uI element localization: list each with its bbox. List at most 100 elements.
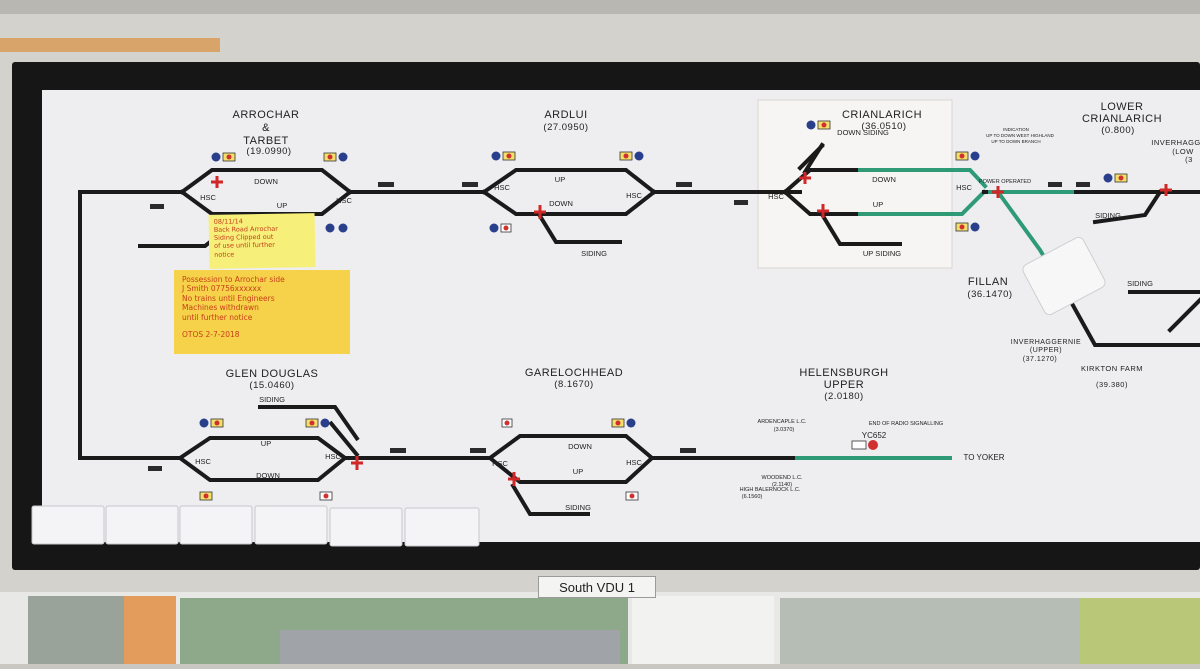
label-hsc: HSC [200,193,216,202]
label-hsc: HSC [768,192,784,201]
label-indication-line3: UP TO DOWN BRANCH [991,139,1040,144]
garelochhead-up-loop [488,456,654,484]
window-pane-left [28,596,126,664]
signal [619,151,644,161]
tc-block [680,448,696,453]
station-lower-crianlarich-line2: CRIANLARICH [1082,113,1162,125]
label-hsc: HSC [494,183,510,192]
tc-block [734,200,748,205]
signal [199,418,224,428]
label-hsc: HSC [195,457,211,466]
label-siding-ardlui: SIDING [581,249,607,258]
signal-yc652 [851,440,878,450]
label-down-crianlarich: DOWN [872,175,896,184]
sticky-note-line: No trains until Engineers [182,293,275,303]
signal [323,152,348,162]
label-siding-lower-crianlarich: SIDING [1095,211,1121,220]
station-glen-douglas-mileage: (15.0460) [249,380,294,391]
label-siding-fillan: SIDING [1127,279,1153,288]
tc-block [150,204,164,209]
label-hsc: HSC [336,196,352,205]
glen-douglas-siding [258,405,360,442]
window-view-roof [280,630,620,664]
signal-heads [199,120,1128,501]
label-down-arrochar: DOWN [254,177,278,186]
sticky-note-line: J Smith 07756xxxxxx [182,284,262,294]
magnet-block [179,505,253,545]
label-woodend-mileage: (2.1140) [772,482,792,488]
points-marker [351,456,363,470]
label-siding-garelochhead: SIDING [565,503,591,512]
track-bottom [78,405,952,516]
window-view-field [1080,598,1200,664]
station-labels: ARROCHAR & TARBET (19.0990) ARDLUI (27.0… [226,101,1200,402]
label-down-glen-douglas: DOWN [256,471,280,480]
crianlarich-spur-2 [802,142,825,175]
signal [491,151,516,161]
station-inverhaggernie-lower-line2: (LOW [1172,147,1194,156]
station-kirkton-farm: KIRKTON FARM [1081,364,1143,373]
garelochhead-siding [510,482,590,516]
station-garelochhead-mileage: (8.1670) [554,379,593,390]
magnet-block [105,505,179,545]
tc-block [462,182,478,187]
glen-douglas-up-loop [178,436,347,460]
signal [305,418,330,428]
station-ardlui: ARDLUI [544,109,587,121]
magnet-block [31,505,105,545]
track-top [78,142,1200,452]
station-garelochhead: GARELOCHHEAD [525,367,623,379]
label-woodend: WOODEND L.C. [762,475,803,481]
magnet-blocks [31,505,480,547]
label-up-glen-douglas: UP [261,439,271,448]
track-text-labels: DOWN UP UP DOWN DOWN UP UP DOWN DOWN UP … [195,127,1153,512]
station-lower-crianlarich-line1: LOWER [1101,101,1144,113]
label-hsc: HSC [626,458,642,467]
station-crianlarich-mileage: (36.0510) [861,121,906,132]
points-marker [817,204,829,218]
signal [489,223,512,233]
glen-douglas-siding-link [328,420,360,458]
signal [325,223,348,233]
label-hsc: HSC [956,183,972,192]
station-lower-crianlarich-mileage: (0.800) [1101,125,1135,136]
points-marker [799,172,811,184]
sticky-note-line: Machines withdrawn [182,303,259,313]
label-up-siding: UP SIDING [863,249,901,258]
label-up-arrochar: UP [277,201,287,210]
station-fillan-mileage: (36.1470) [967,289,1012,300]
signal [1103,173,1128,183]
points-indicators [211,172,1172,486]
station-helensburgh-mileage: (2.0180) [824,391,863,402]
crianlarich-north-up [858,189,987,216]
signal [955,222,980,232]
label-hsc: HSC [626,191,642,200]
label-to-yoker: TO YOKER [963,453,1004,462]
tc-block [148,466,162,471]
signal [319,491,333,501]
label-high-balernock-mileage: (6.1560) [742,494,763,500]
label-high-balernock: HIGH BALERNOCK L.C. [740,487,801,493]
magnet-block [329,507,403,547]
label-indication-line2: UP TO DOWN WEST HIGHLAND [986,133,1054,138]
magnet-block [404,507,480,547]
label-down-ardlui: DOWN [549,199,573,208]
points-marker [992,186,1004,198]
signal [955,151,980,161]
garelochhead-down-loop [488,434,654,460]
station-arrochar-line3: TARBET [243,135,289,147]
signal [611,418,636,428]
sticky-note-possession: Possession to Arrochar side J Smith 0775… [174,270,350,354]
fillan-loop-rise [1167,297,1200,333]
window-frame-centre [632,596,774,664]
station-arrochar-line2: & [262,122,270,134]
label-up-garelochhead: UP [573,467,583,476]
station-inverhaggernie-mileage: (37.1270) [1023,356,1057,363]
tc-block [378,182,394,187]
signal [625,491,639,501]
ardlui-siding [537,213,622,244]
signal [199,491,213,501]
points-marker [534,205,546,219]
tc-block [470,448,486,453]
